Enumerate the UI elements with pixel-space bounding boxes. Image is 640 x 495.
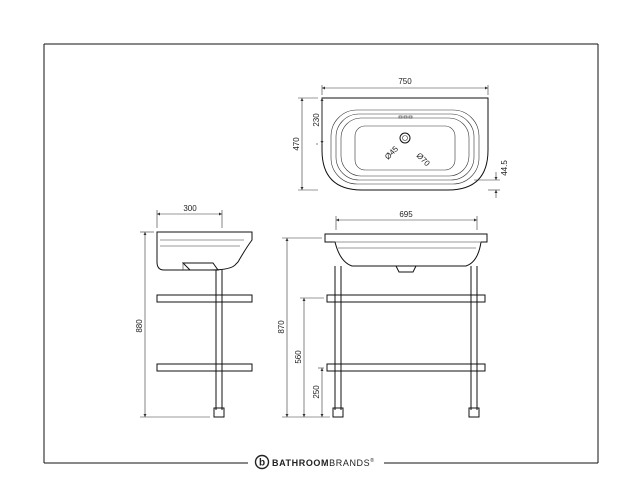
front-upper-shelf	[326, 294, 486, 303]
brand-name-light: BRANDS	[329, 458, 370, 468]
dim-rim: 44.5	[500, 160, 509, 176]
side-basin	[156, 231, 253, 271]
basin-top-outline	[321, 97, 489, 191]
brand-name: BATHROOMBRANDS®	[272, 457, 375, 468]
dim-tap-hole: Ø45	[383, 144, 400, 161]
dim-lower-shelf: 250	[312, 385, 321, 399]
front-lower-shelf	[326, 363, 486, 372]
basin-bowl	[354, 125, 456, 171]
dim-side-depth: 300	[183, 204, 197, 213]
brand-logo-letter: b	[259, 458, 265, 469]
front-view: 695 870 560 250	[277, 210, 488, 418]
dim-top-width: 750	[398, 77, 412, 86]
side-view: 300 880	[135, 204, 253, 418]
sheet-border	[43, 43, 599, 464]
dim-side-height: 880	[135, 319, 144, 333]
brand-logo: b BATHROOMBRANDS®	[254, 454, 375, 470]
brand-name-bold: BATHROOM	[272, 458, 329, 468]
dim-waste: Ø70	[415, 151, 432, 168]
top-view: Ø45 Ø70 750 470 230 44.5	[292, 77, 509, 198]
dim-upper-shelf: 560	[294, 350, 303, 364]
basin-rim-1	[330, 109, 480, 185]
side-lower-shelf	[156, 363, 253, 372]
basin-rim-2	[335, 113, 475, 181]
side-upper-shelf	[156, 294, 253, 303]
tap-hole-icon	[399, 132, 411, 144]
dim-top-depth: 470	[292, 137, 301, 151]
brand-mark-icon	[254, 454, 270, 470]
dim-front-width: 695	[399, 210, 413, 219]
dim-front-height: 870	[277, 320, 286, 334]
brand-registered: ®	[370, 457, 374, 464]
front-basin	[324, 233, 488, 267]
dim-bowl-depth: 230	[312, 113, 321, 127]
basin-rim-3	[340, 117, 470, 177]
